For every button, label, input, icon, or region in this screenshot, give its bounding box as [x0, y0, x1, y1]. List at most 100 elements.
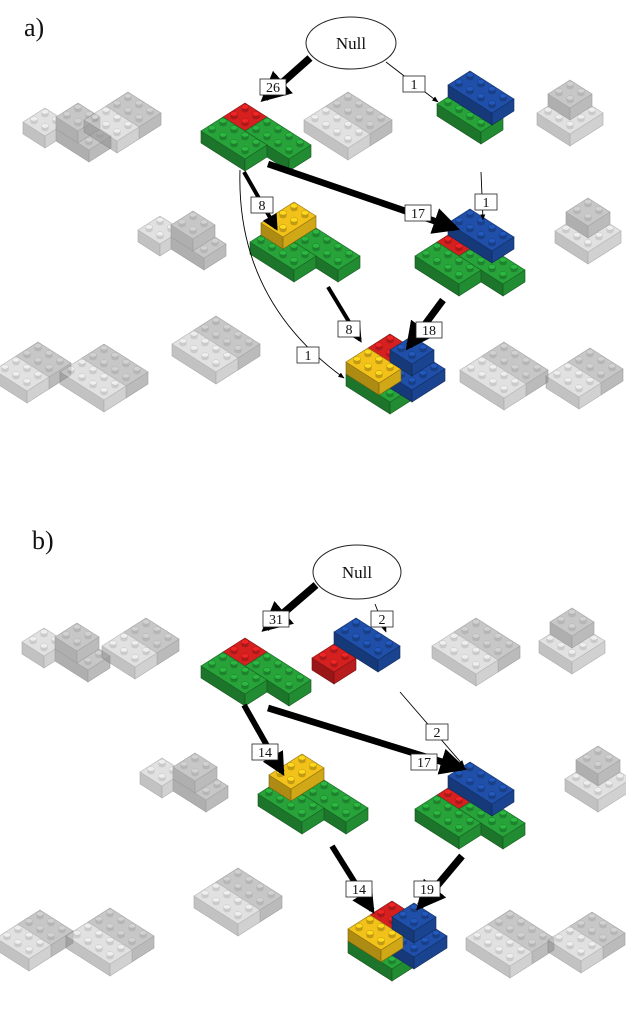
lego-brick: [0, 923, 52, 972]
transition-count: 26: [266, 81, 280, 96]
transition-count: 19: [420, 883, 434, 898]
lego-brick: [83, 105, 140, 154]
lego-brick: [447, 208, 515, 264]
transition-count: 17: [411, 207, 425, 222]
brick-assembly: [465, 909, 555, 979]
transition-count: 31: [269, 613, 283, 628]
lego-brick: [414, 794, 482, 850]
transition-count-label: 17: [404, 204, 432, 222]
brick-assembly: [0, 909, 74, 972]
lego-brick: [101, 631, 158, 680]
brick-assembly: [83, 91, 162, 154]
lego-brick: [545, 361, 602, 410]
transition-arrow: [329, 844, 375, 914]
panel-label: a): [24, 13, 44, 42]
transition-count: 8: [259, 199, 266, 214]
transition-count-label: 26: [259, 78, 287, 96]
lego-brick: [200, 116, 268, 172]
brick-assembly: [171, 315, 261, 385]
brick-assembly: [431, 617, 521, 687]
transition-count-label: 2: [425, 723, 449, 741]
transition-count: 1: [483, 196, 490, 211]
lego-brick: [575, 745, 621, 787]
brick-assembly: [200, 102, 312, 172]
brick-assembly: [414, 761, 526, 850]
brick-assembly: [536, 79, 604, 147]
brick-assembly: [137, 210, 227, 271]
brick-assembly: [545, 347, 624, 410]
lego-brick: [459, 355, 527, 411]
transition-arrow: [416, 853, 465, 911]
lego-brick: [65, 921, 133, 977]
lego-brick: [170, 210, 216, 252]
lego-brick: [414, 241, 482, 297]
transition-count-label: 8: [250, 196, 274, 214]
lego-brick: [465, 923, 533, 979]
transition-count-label: 2: [370, 610, 394, 628]
brick-assembly: [59, 343, 149, 413]
brick-assembly: [345, 333, 446, 415]
null-label: Null: [342, 563, 373, 582]
transition-count: 17: [417, 756, 431, 771]
null-node: Null: [305, 16, 397, 70]
transition-count: 18: [422, 324, 436, 339]
transition-count-label: 1: [296, 346, 320, 364]
transition-count-label: 1: [402, 75, 426, 93]
lego-brick: [0, 355, 50, 404]
brick-assembly: [311, 617, 401, 685]
transition-count: 8: [346, 323, 353, 338]
lego-brick: [431, 631, 499, 687]
lego-brick: [391, 902, 437, 944]
lego-brick: [547, 79, 593, 121]
transition-count-label: 14: [345, 880, 373, 898]
panel-label: b): [32, 526, 54, 555]
lego-brick: [447, 70, 515, 126]
brick-assembly: [538, 607, 606, 675]
transition-count: 14: [258, 746, 272, 761]
lego-brick: [565, 197, 611, 239]
null-label: Null: [336, 34, 367, 53]
transition-count-label: 18: [415, 321, 443, 339]
brick-assembly: [347, 900, 448, 982]
transition-count-label: 19: [413, 880, 441, 898]
lego-brick: [549, 607, 595, 649]
lego-brick: [54, 622, 100, 664]
lego-brick: [200, 651, 268, 707]
brick-assembly: [193, 867, 283, 937]
brick-assembly: [414, 208, 526, 297]
transition-count: 1: [411, 78, 418, 93]
transition-count-label: 14: [251, 743, 279, 761]
transition-count: 2: [379, 613, 386, 628]
background-bricks: [0, 79, 624, 413]
transition-count: 14: [352, 883, 366, 898]
brick-assembly: [547, 911, 626, 974]
lego-brick: [268, 753, 325, 802]
background-bricks: [0, 607, 626, 979]
transition-count: 1: [305, 349, 312, 364]
transition-count-label: 31: [262, 610, 290, 628]
lego-brick: [345, 347, 402, 396]
brick-assembly: [436, 70, 515, 145]
lego-brick: [172, 752, 218, 794]
brick-assembly: [249, 201, 361, 283]
null-node: Null: [312, 544, 402, 600]
brick-assembly: [200, 637, 312, 707]
lego-brick: [547, 925, 604, 974]
state-bricks: [200, 617, 526, 982]
transition-count-label: 1: [474, 193, 498, 211]
lego-brick: [333, 617, 401, 673]
brick-assembly: [554, 197, 622, 265]
brick-assembly: [0, 341, 72, 404]
lego-brick: [59, 357, 127, 413]
brick-assembly: [21, 622, 111, 683]
transition-count: 2: [434, 726, 441, 741]
brick-assembly: [564, 745, 626, 813]
transition-count-label: 8: [337, 320, 361, 338]
brick-assembly: [257, 753, 369, 835]
transition-count-label: 17: [410, 753, 438, 771]
